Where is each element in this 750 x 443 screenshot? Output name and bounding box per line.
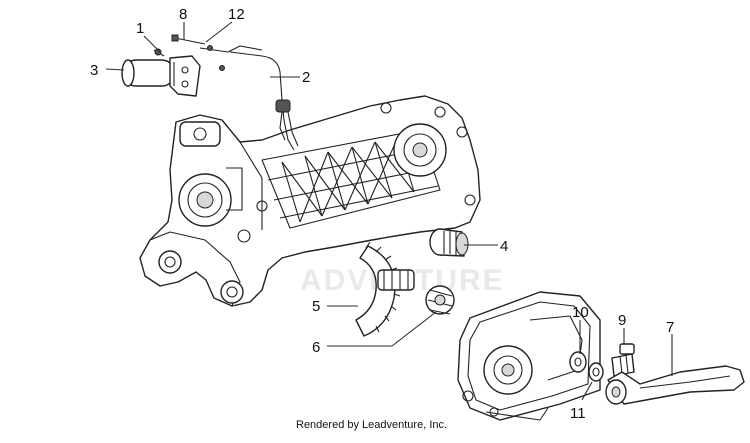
callout-10: 10	[572, 304, 589, 321]
footer-credit: Rendered by Leadventure, Inc.	[296, 419, 447, 431]
callout-11: 11	[570, 405, 586, 422]
leader-line-1	[143, 35, 161, 53]
callout-labels: 1 2 3 4 5 6 7 8 9 10 11 12	[90, 6, 674, 422]
sector-gear-drawing	[355, 241, 415, 337]
washer-circlip-bolt-drawing	[569, 343, 635, 382]
callout-4: 4	[500, 238, 508, 255]
callout-6: 6	[312, 339, 320, 356]
callout-9: 9	[618, 312, 626, 329]
transmission-cover-drawing	[457, 291, 601, 421]
leader-line-12	[205, 21, 233, 43]
leader-line-3	[105, 68, 125, 71]
callout-1: 1	[136, 20, 144, 37]
callout-7: 7	[666, 319, 674, 336]
screws-drawing	[153, 34, 263, 71]
kick-lever-drawing	[605, 365, 745, 405]
callout-12: 12	[228, 6, 245, 23]
crankcase-drawing	[139, 95, 481, 307]
cable-drawing	[229, 51, 299, 151]
callout-2: 2	[302, 69, 310, 86]
callout-8: 8	[179, 6, 187, 23]
leader-line-6b	[391, 311, 437, 347]
leader-line-11	[581, 381, 593, 401]
spring-drawing	[425, 285, 455, 315]
starter-motor-drawing	[121, 55, 201, 97]
gear-shaft-drawing	[429, 228, 469, 257]
callout-3: 3	[90, 62, 98, 79]
leader-lines	[105, 21, 673, 401]
callout-5: 5	[312, 298, 320, 315]
